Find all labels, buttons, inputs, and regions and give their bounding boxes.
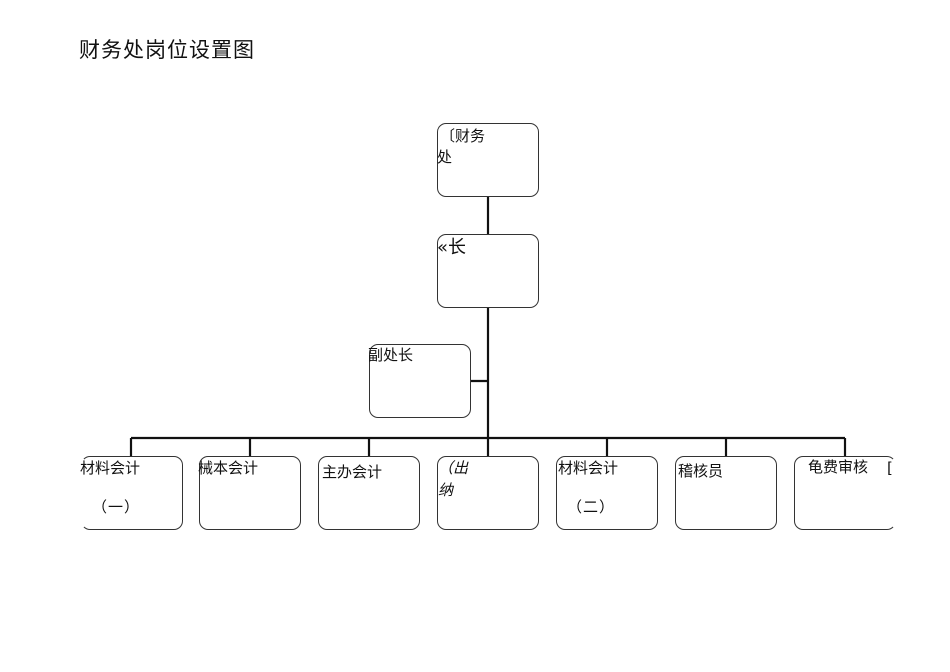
node-finance-office: 〔财务 处 — [437, 123, 539, 197]
node-expense-reviewer-label: 龟费审核 — [808, 458, 869, 476]
node-chief-accountant-label: 主办会计 — [322, 463, 383, 481]
node-materials-accountant-2: 材料会计 （二） — [556, 456, 658, 530]
node-chief: «长 — [437, 234, 539, 308]
node-chief-accountant: 主办会计 — [318, 456, 420, 530]
node-auditor: 稽核员 — [675, 456, 777, 530]
node-auditor-label: 稽核员 — [678, 462, 724, 480]
node-cashier: （出 纳 — [437, 456, 539, 530]
page-title: 财务处岗位设置图 — [79, 38, 255, 62]
node-expense-reviewer: 龟费审核 [ — [794, 456, 896, 530]
node-chief-label: «长 — [437, 237, 467, 258]
node-deputy-chief-label: 副处长 — [368, 346, 414, 364]
node-cost-accountant: 械本会计 — [198, 456, 301, 530]
node-deputy-chief: 副处长 — [368, 344, 471, 418]
node-materials-accountant-2-sublabel: （二） — [567, 498, 616, 516]
node-materials-accountant-1-sublabel: （一） — [92, 498, 141, 516]
node-finance-office-label-line1: 〔财务 — [440, 127, 486, 145]
node-cost-accountant-label: 械本会计 — [198, 459, 259, 477]
node-expense-reviewer-mark: [ — [887, 459, 893, 477]
node-materials-accountant-2-label: 材料会计 — [558, 459, 619, 477]
node-materials-accountant-1-label: 材料会计 — [80, 459, 141, 477]
node-cashier-label-line1: （出 — [438, 459, 469, 477]
node-finance-office-label-line2: 处 — [437, 148, 453, 166]
node-cashier-label-line2: 纳 — [438, 481, 455, 499]
node-materials-accountant-1: 材料会计 （一） — [80, 456, 183, 530]
